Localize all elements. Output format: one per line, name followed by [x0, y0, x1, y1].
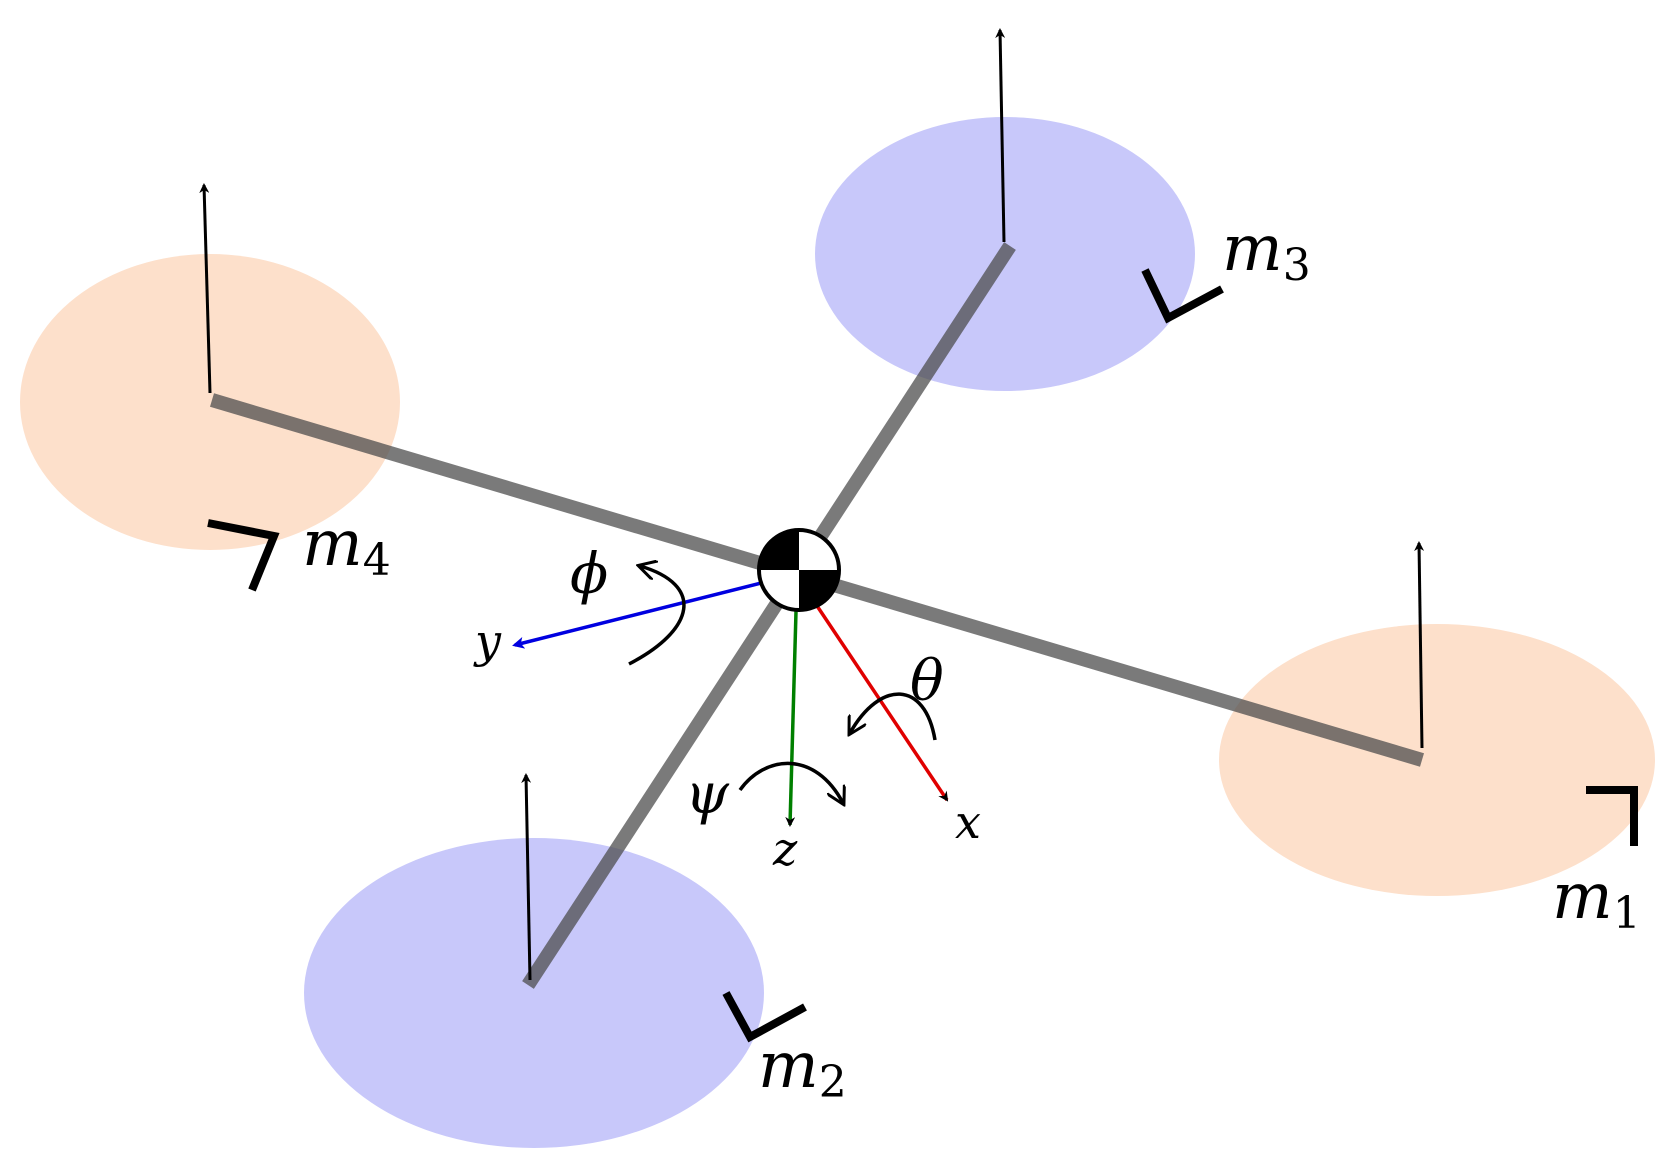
motor-label-m3: m3: [1222, 212, 1311, 291]
rotation-mark-m2: [722, 991, 807, 1043]
yaw-rotation-arrow: [738, 761, 843, 803]
axis-y-label: y: [473, 614, 502, 668]
roll-angle-label: ϕ: [570, 542, 608, 607]
motor-label-m1: m1: [1552, 860, 1641, 939]
center-of-mass-icon: [757, 528, 841, 612]
axis-z-arrow: [785, 575, 799, 827]
axis-y-arrow: [512, 572, 798, 649]
pitch-rotation-arrow: [850, 692, 937, 741]
pitch-angle-label: θ: [910, 649, 944, 714]
thrust-arrow-m1: [1414, 541, 1425, 749]
axis-z-label: z: [772, 822, 798, 876]
yaw-angle-label: ψ: [685, 762, 730, 827]
arm-m3-m2: [522, 242, 1016, 989]
rotor-disk-m1: [1219, 624, 1655, 896]
motor-label-m2: m2: [758, 1029, 847, 1108]
rotation-mark-m3: [1141, 268, 1224, 324]
axis-x-label: x: [955, 795, 981, 849]
rotation-mark-m1: [1586, 786, 1638, 846]
roll-rotation-arrow: [628, 566, 686, 666]
motor-label-m4: m4: [302, 507, 391, 586]
rotor-disk-m2: [304, 838, 764, 1148]
thrust-arrow-m4: [199, 183, 212, 394]
thrust-arrow-m2: [521, 773, 532, 981]
rotor-disk-m4: [20, 254, 400, 550]
rotation-mark-m4: [207, 519, 280, 592]
thrust-arrow-m3: [995, 28, 1006, 243]
axis-x-arrow: [795, 575, 949, 802]
